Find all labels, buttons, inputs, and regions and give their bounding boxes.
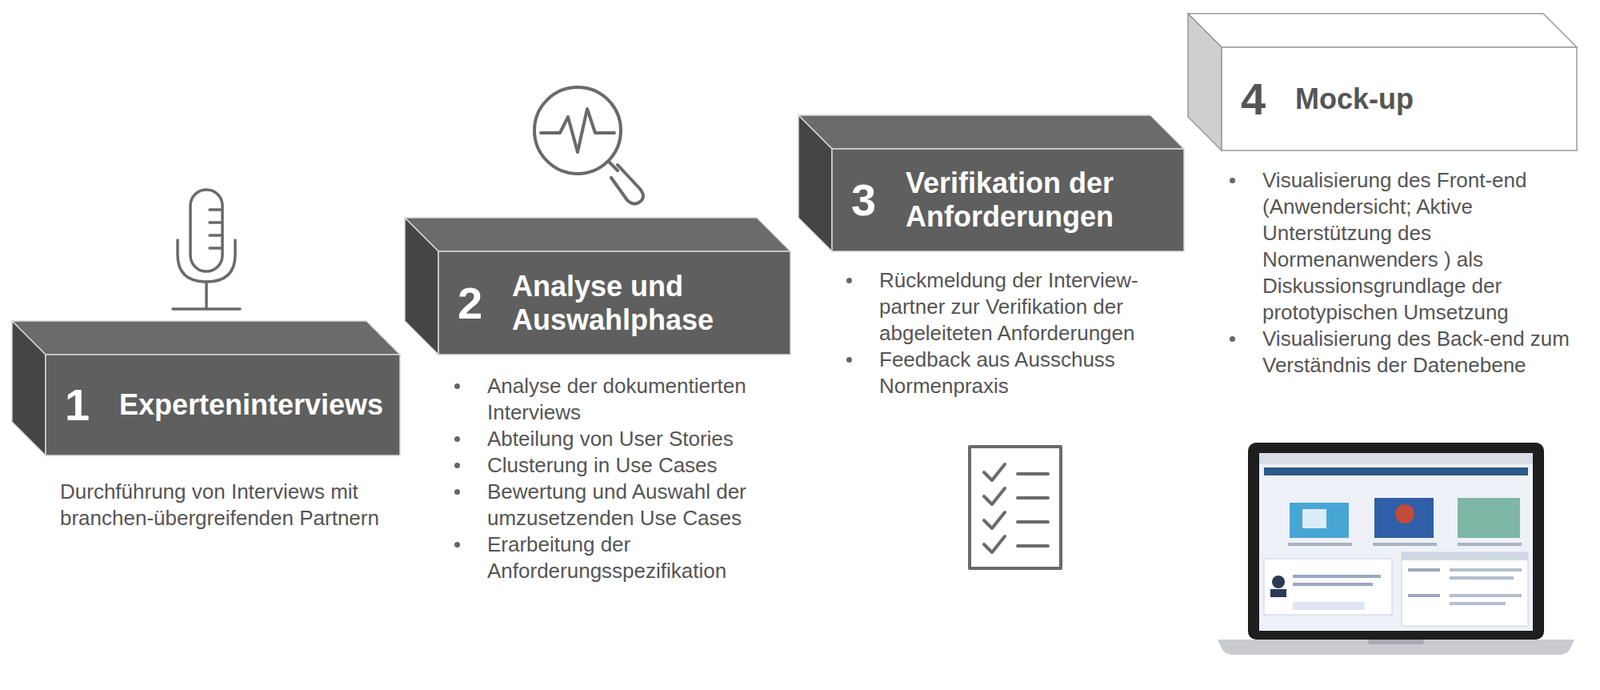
step-number: 4 xyxy=(1240,76,1296,122)
description-text: Feedback aus Ausschuss Normenpraxis xyxy=(879,347,1116,398)
bullet-dot xyxy=(454,462,460,468)
step-title: Analyse und Auswahlphase xyxy=(512,269,728,337)
block-face: 3Verifikation der Anforderungen xyxy=(832,148,1184,252)
step-title: Mock-up xyxy=(1295,82,1414,116)
bullet-item: Bewertung und Auswahl der umzusetzenden … xyxy=(454,478,791,532)
description-text: Erarbeitung der Anforderungsspezifikatio… xyxy=(487,532,727,583)
step-description: Rückmeldung der Interview-partner zur Ve… xyxy=(846,267,1199,400)
description-text: Visualisierung des Front-end (Anwendersi… xyxy=(1262,168,1527,324)
bullet-dot xyxy=(1229,177,1236,184)
step-number: 2 xyxy=(457,280,512,326)
bullet-item: Rückmeldung der Interview-partner zur Ve… xyxy=(846,267,1199,347)
bullet-item: Abteilung von User Stories xyxy=(454,425,791,452)
bullet-item: Analyse der dokumentierten Interviews xyxy=(454,372,791,426)
description-text: Visualisierung des Back-end zum Verständ… xyxy=(1262,326,1570,377)
bullet-dot xyxy=(846,356,852,363)
bullet-dot xyxy=(454,436,460,442)
block-face: 2Analyse und Auswahlphase xyxy=(438,251,791,355)
checklist-icon xyxy=(969,446,1061,568)
step-block: 2Analyse und AuswahlphaseAnalyse der dok… xyxy=(404,217,791,355)
bullet-item: Feedback aus Ausschuss Normenpraxis xyxy=(846,346,1199,400)
description-text: Durchführung von Interviews mit branchen… xyxy=(60,479,380,530)
analysis-icon xyxy=(534,87,644,204)
bullet-item: Visualisierung des Back-end zum Verständ… xyxy=(1229,325,1590,379)
bullet-dot xyxy=(454,488,460,495)
step-description: Analyse der dokumentierten InterviewsAbt… xyxy=(454,372,791,584)
bullet-item: Clusterung in Use Cases xyxy=(454,452,791,479)
step-block: 3Verifikation der AnforderungenRückmeldu… xyxy=(798,115,1184,252)
block-face: 4Mock-up xyxy=(1221,47,1577,151)
bullet-item: Visualisierung des Front-end (Anwendersi… xyxy=(1229,167,1590,326)
step-description: Visualisierung des Front-end (Anwendersi… xyxy=(1229,167,1590,379)
laptop-mockup xyxy=(1217,442,1575,655)
description-text: Durchführung von Interviews mit branchen… xyxy=(60,478,404,532)
step-block: 4Mock-upVisualisierung des Front-end (An… xyxy=(1188,13,1577,151)
bullet-item: Erarbeitung der Anforderungsspezifikatio… xyxy=(454,531,791,584)
description-text: Rückmeldung der Interview-partner zur Ve… xyxy=(879,268,1139,345)
description-text: Bewertung und Auswahl der umzusetzenden … xyxy=(487,479,747,530)
step-description: Durchführung von Interviews mit branchen… xyxy=(60,478,404,532)
microphone-icon xyxy=(172,189,240,309)
step-number: 1 xyxy=(64,382,120,428)
step-title: Verifikation der Anforderungen xyxy=(905,166,1173,234)
step-number: 3 xyxy=(851,177,906,223)
bullet-dot xyxy=(454,541,460,548)
bullet-dot xyxy=(846,277,852,284)
description-text: Analyse der dokumentierten Interviews xyxy=(487,373,747,424)
step-block: 1ExperteninterviewsDurchführung von Inte… xyxy=(12,320,400,456)
bullet-dot xyxy=(1229,336,1236,342)
description-text: Abteilung von User Stories xyxy=(487,426,734,451)
block-face: 1Experteninterviews xyxy=(45,354,400,456)
bullet-dot xyxy=(454,383,460,389)
description-text: Clusterung in Use Cases xyxy=(487,452,718,477)
step-title: Experteninterviews xyxy=(119,388,384,422)
